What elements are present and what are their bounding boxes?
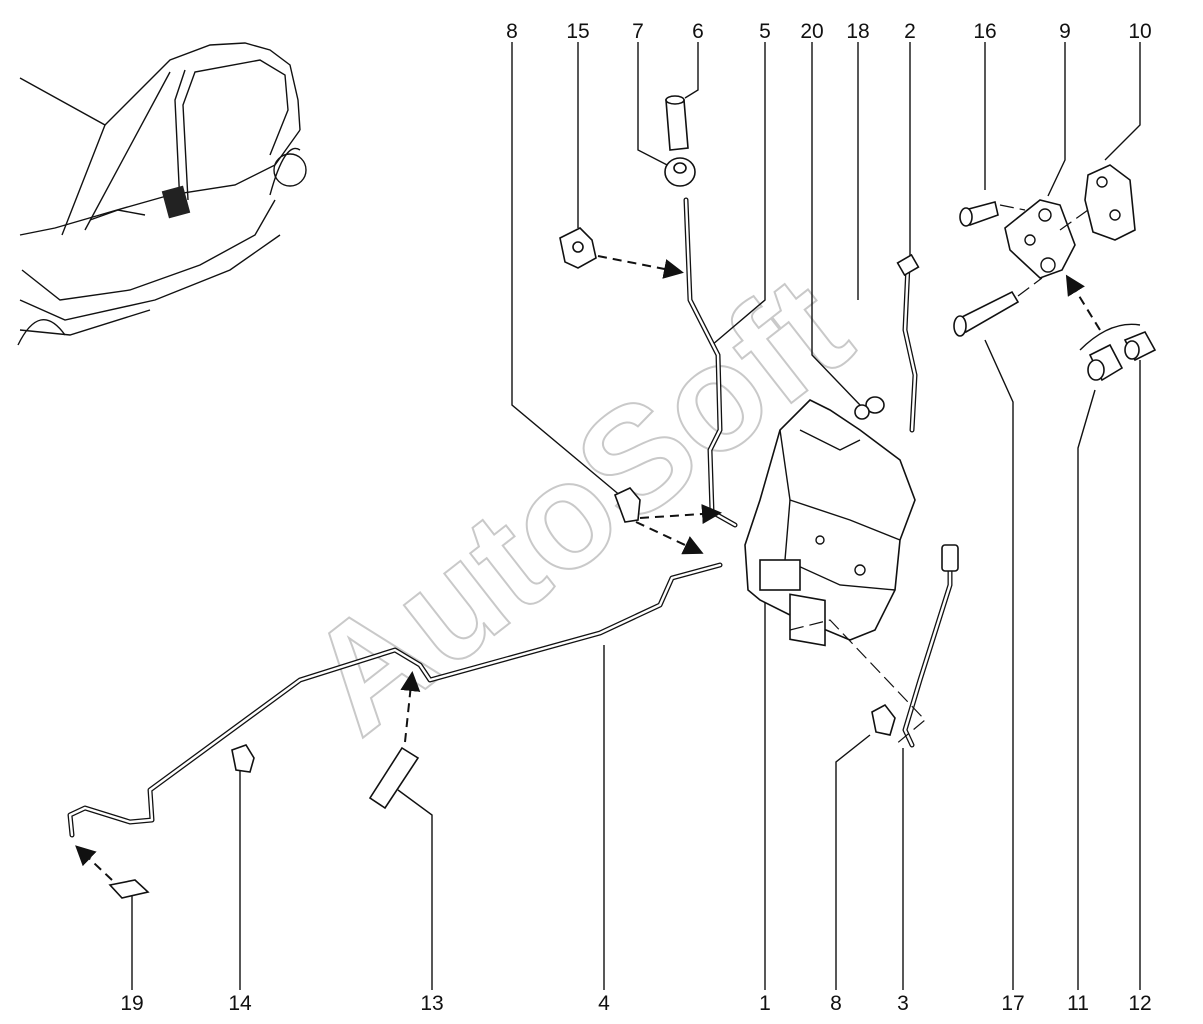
part-10-plate	[1084, 164, 1136, 241]
part-8-clip-lower	[871, 703, 896, 736]
arrow-8-upper-a	[639, 504, 722, 525]
label-2: 2	[904, 20, 916, 43]
part-13-sleeve	[368, 746, 420, 810]
part-3-rod	[902, 544, 959, 748]
label-13: 13	[420, 992, 443, 1015]
alignment-line-10	[1059, 209, 1089, 231]
part-17-bolt	[953, 290, 1020, 337]
label-12: 12	[1128, 992, 1151, 1015]
label-15: 15	[566, 20, 589, 43]
label-16: 16	[973, 20, 996, 43]
top-labels: 8 15 7 6 5 20 18 2 16 9 10	[506, 20, 1152, 43]
part-14-clip	[231, 744, 255, 773]
alignment-line-16	[999, 204, 1026, 211]
label-8-bottom: 8	[830, 992, 842, 1015]
label-18: 18	[846, 20, 869, 43]
part-7-grommet	[664, 157, 696, 187]
part-6-pin	[665, 95, 689, 151]
part-18-screw	[854, 396, 885, 420]
label-14: 14	[228, 992, 252, 1015]
label-3: 3	[897, 992, 909, 1015]
label-4: 4	[598, 992, 610, 1015]
bushing-bracket	[1079, 323, 1141, 351]
arrow-11-12	[1065, 274, 1101, 331]
label-20: 20	[800, 20, 823, 43]
part-4-rod	[67, 562, 723, 838]
part-8-clip-upper	[613, 487, 641, 523]
label-5: 5	[759, 20, 771, 43]
part-16-screw	[959, 201, 999, 227]
label-1: 1	[759, 992, 771, 1015]
alignment-line-3	[789, 619, 926, 746]
label-6: 6	[692, 20, 704, 43]
label-19: 19	[120, 992, 143, 1015]
arrow-19	[75, 845, 113, 881]
alignment-line-17	[1017, 277, 1043, 297]
label-9: 9	[1059, 20, 1071, 43]
label-11: 11	[1067, 992, 1089, 1015]
arrow-13	[400, 671, 421, 743]
label-7: 7	[632, 20, 644, 43]
part-11-bushing	[1087, 343, 1124, 382]
part-2-rod	[896, 253, 920, 433]
arrow-8-upper-b	[635, 521, 704, 555]
part-9-bracket	[1004, 199, 1076, 279]
bottom-labels: 19 14 13 4 1 8 3 17 11 12	[120, 992, 1151, 1015]
car-silhouette	[17, 42, 307, 346]
label-10: 10	[1128, 20, 1151, 43]
leader-lines	[131, 42, 1141, 990]
part-1-lock-body	[744, 399, 916, 647]
part-12-bushing	[1123, 330, 1157, 362]
label-8-top: 8	[506, 20, 518, 43]
part-19-plate	[108, 879, 150, 899]
arrow-15	[597, 255, 684, 279]
part-15-clip	[559, 227, 597, 269]
label-17: 17	[1001, 992, 1024, 1015]
